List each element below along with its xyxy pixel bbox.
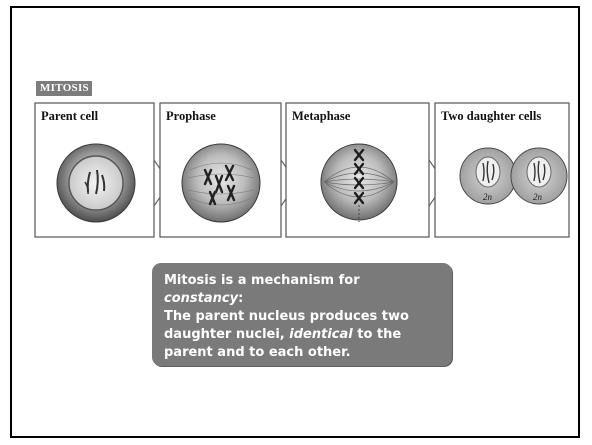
panel-parent-cell: Parent cell — [35, 103, 154, 237]
panel-prophase: Prophase — [160, 103, 281, 237]
callout-line-1: Mitosis is a mechanism for constancy: — [164, 272, 442, 308]
panel-title-prophase: Prophase — [166, 109, 216, 123]
panel-title-metaphase: Metaphase — [292, 109, 351, 123]
callout-emphasis-constancy: constancy — [164, 291, 238, 306]
callout-line-4: parent and to each other. — [164, 344, 442, 362]
panel-title-two-daughter-cells: Two daughter cells — [441, 109, 541, 123]
callout-emphasis-identical: identical — [289, 327, 352, 342]
parent-cell-icon — [57, 144, 135, 222]
callout-text: to the — [353, 327, 401, 342]
callout-text: : — [238, 291, 243, 306]
panel-two-daughter-cells: Two daughter cells 2n 2n — [435, 103, 569, 237]
panel-metaphase: Metaphase — [286, 103, 429, 237]
prophase-cell-icon — [182, 144, 260, 222]
callout-text: daughter nuclei, — [164, 327, 289, 342]
callout-line-2: The parent nucleus produces two — [164, 308, 442, 326]
label-2n-right: 2n — [533, 192, 543, 202]
callout-line-3: daughter nuclei, identical to the — [164, 326, 442, 344]
callout-text: Mitosis is a mechanism for — [164, 273, 360, 288]
panel-title-parent-cell: Parent cell — [41, 109, 99, 123]
callout-box: Mitosis is a mechanism for constancy: Th… — [152, 263, 452, 366]
label-2n-left: 2n — [483, 192, 493, 202]
